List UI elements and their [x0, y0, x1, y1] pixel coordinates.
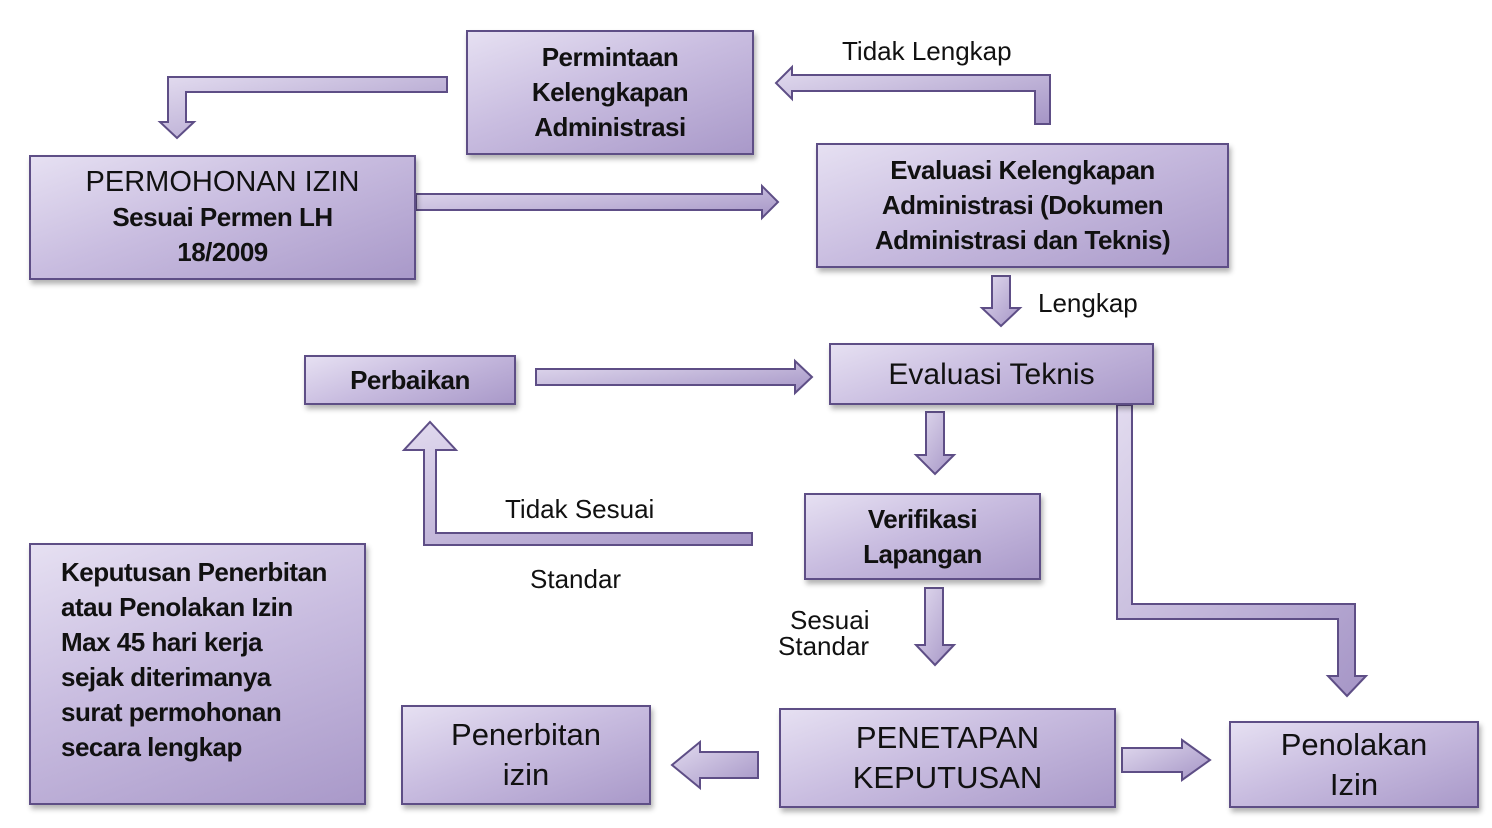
- note-line: Keputusan Penerbitan: [61, 557, 327, 587]
- box-line: izin: [502, 757, 550, 792]
- arrow-teknis-to-penolakan: [1116, 404, 1369, 698]
- box-line: Perbaikan: [350, 364, 470, 395]
- box-line: KEPUTUSAN: [852, 760, 1043, 795]
- label-sesuai-standar: Standar: [778, 631, 870, 661]
- arrow-penetapan-to-penerbitan: [670, 739, 759, 791]
- box-line: Administrasi: [534, 112, 686, 142]
- box-evaluasi-teknis: Evaluasi Teknis: [829, 343, 1154, 405]
- box-line: Administrasi (Dokumen: [881, 190, 1164, 220]
- box-line: PENETAPAN: [855, 720, 1040, 755]
- box-keputusan-note: Keputusan Penerbitan atau Penolakan Izin…: [29, 543, 366, 805]
- box-line: Lapangan: [863, 538, 982, 569]
- box-line: Permintaan: [541, 42, 679, 72]
- box-evaluasi-kelengkapan: Evaluasi Kelengkapan Administrasi (Dokum…: [816, 143, 1229, 268]
- box-line: Izin: [1329, 766, 1379, 802]
- box-perbaikan: Perbaikan: [304, 355, 516, 405]
- box-line: Evaluasi Teknis: [888, 357, 1095, 391]
- box-line: Penolakan: [1280, 726, 1428, 762]
- label-lengkap: Lengkap: [1038, 288, 1138, 318]
- note-line: atau Penolakan Izin: [61, 592, 293, 622]
- box-line: Sesuai Permen LH: [112, 202, 333, 232]
- arrow-permohonan-to-evaluasi: [415, 183, 780, 221]
- box-line: Kelengkapan: [531, 77, 689, 107]
- box-title: PERMOHONAN IZIN: [85, 166, 360, 198]
- arrow-tidak-sesuai: [401, 420, 753, 546]
- box-penolakan-izin: Penolakan Izin: [1229, 721, 1479, 808]
- box-line: Penerbitan: [451, 717, 601, 752]
- box-line: Evaluasi Kelengkapan: [890, 155, 1155, 185]
- arrow-penetapan-to-penolakan: [1121, 738, 1212, 782]
- arrow-tidak-lengkap: [774, 64, 1051, 125]
- arrow-lengkap: [979, 275, 1023, 328]
- box-verifikasi-lapangan: Verifikasi Lapangan: [804, 493, 1041, 580]
- label-tidak-sesuai: Tidak Sesuai: [505, 494, 655, 524]
- arrow-perbaikan-to-teknis: [535, 358, 814, 396]
- note-line: sejak diterimanya: [61, 662, 271, 692]
- arrow-verifikasi-to-penetapan: [913, 587, 957, 667]
- arrow-teknis-to-verifikasi: [913, 411, 957, 476]
- arrow-permintaan-to-permohonan: [157, 76, 448, 140]
- label-tidak-lengkap: Tidak Lengkap: [842, 36, 1012, 66]
- box-penerbitan-izin: Penerbitan izin: [401, 705, 651, 805]
- box-permohonan-izin: PERMOHONAN IZIN Sesuai Permen LH 18/2009: [29, 155, 416, 280]
- note-line: secara lengkap: [61, 732, 242, 762]
- box-line: 18/2009: [177, 237, 268, 267]
- box-line: Administrasi dan Teknis): [874, 225, 1171, 255]
- box-penetapan-keputusan: PENETAPAN KEPUTUSAN: [779, 708, 1116, 808]
- box-permintaan-kelengkapan: Permintaan Kelengkapan Administrasi: [466, 30, 754, 155]
- note-line: Max 45 hari kerja: [61, 627, 263, 657]
- label-sesuai: Sesuai: [790, 605, 870, 635]
- note-line: surat permohonan: [61, 697, 282, 727]
- box-line: Verifikasi: [867, 503, 978, 534]
- label-standar: Standar: [530, 564, 622, 594]
